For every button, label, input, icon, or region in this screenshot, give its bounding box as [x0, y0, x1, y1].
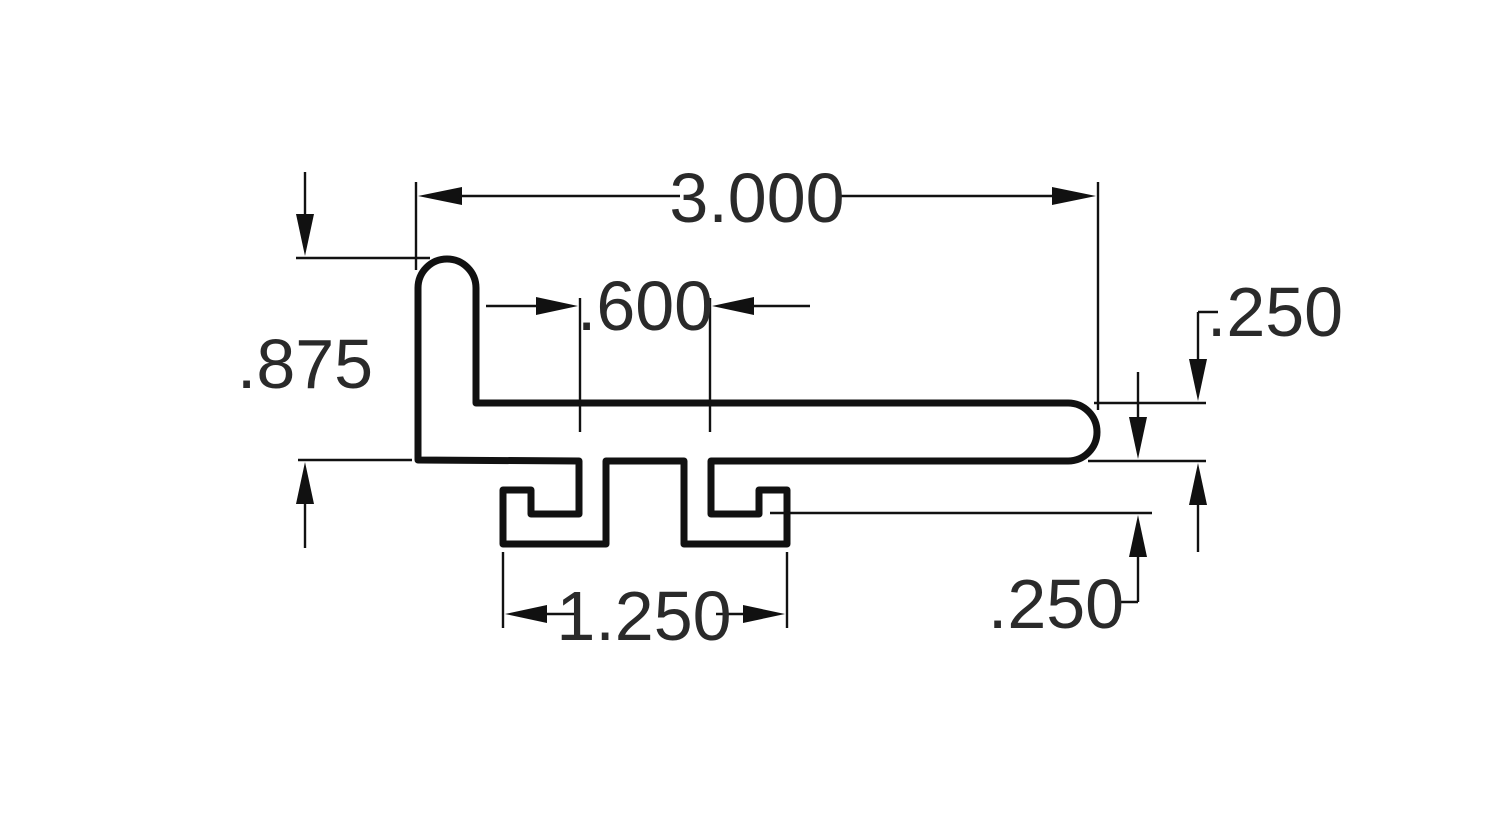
dim-875-label: .875 — [237, 325, 373, 403]
dim-3000-label: 3.000 — [669, 159, 844, 237]
dimension-1250: 1.250 — [501, 552, 789, 655]
dimension-3000: 3.000 — [414, 159, 1100, 410]
dim-250-bottom-label: .250 — [988, 565, 1124, 643]
dim-1250-label: 1.250 — [556, 577, 731, 655]
dimension-600: .600 — [486, 267, 810, 432]
dimension-250-right: .250 — [1088, 273, 1343, 552]
dim-600-label: .600 — [577, 267, 713, 345]
extrusion-profile-outline — [414, 255, 1101, 548]
dim-250-right-label: .250 — [1207, 273, 1343, 351]
dimension-250-bottom: .250 — [770, 511, 1152, 643]
dimension-875: .875 — [237, 172, 430, 548]
